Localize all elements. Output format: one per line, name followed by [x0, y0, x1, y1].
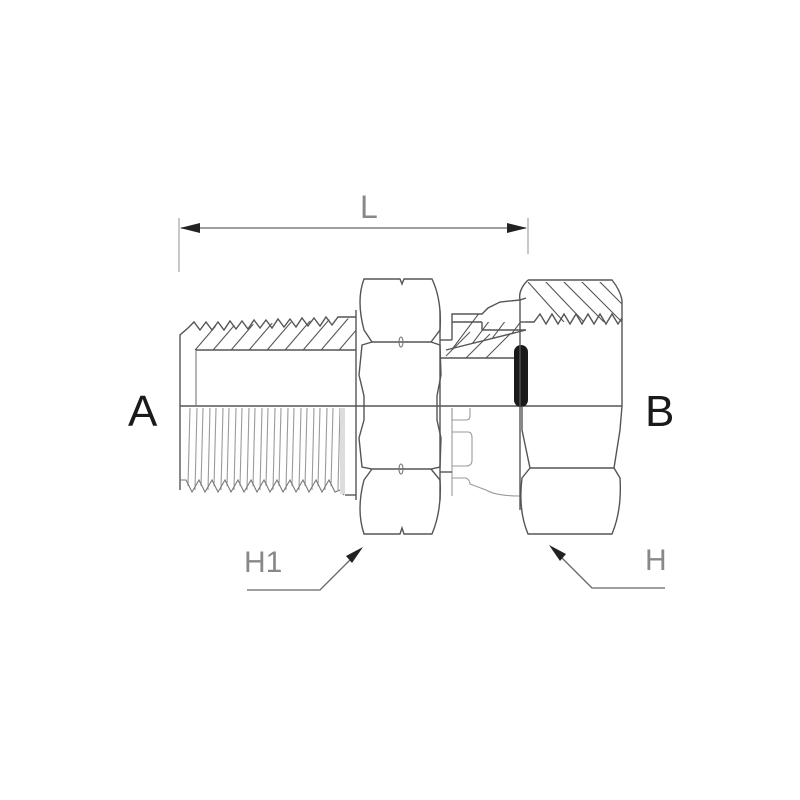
end-label-A: A — [128, 387, 158, 436]
callout-H1: H1 — [244, 546, 363, 591]
body-hex-H1 — [358, 278, 442, 535]
dimension-L: L — [178, 189, 529, 272]
dimension-label-L: L — [360, 189, 378, 225]
arrowhead-left-icon — [180, 223, 200, 233]
end-label-B: B — [645, 387, 674, 436]
callout-arrowhead-H-icon — [549, 545, 566, 561]
callout-label-H1: H1 — [244, 546, 282, 579]
cone-body — [440, 297, 528, 497]
arrowhead-right-icon — [507, 223, 527, 233]
male-threaded-end — [179, 310, 622, 500]
swivel-nut-H — [518, 279, 623, 535]
callout-arrowhead-H1-icon — [346, 547, 363, 563]
callout-label-H: H — [645, 544, 667, 577]
callout-H: H — [549, 544, 667, 589]
o-ring-seal — [514, 345, 528, 407]
